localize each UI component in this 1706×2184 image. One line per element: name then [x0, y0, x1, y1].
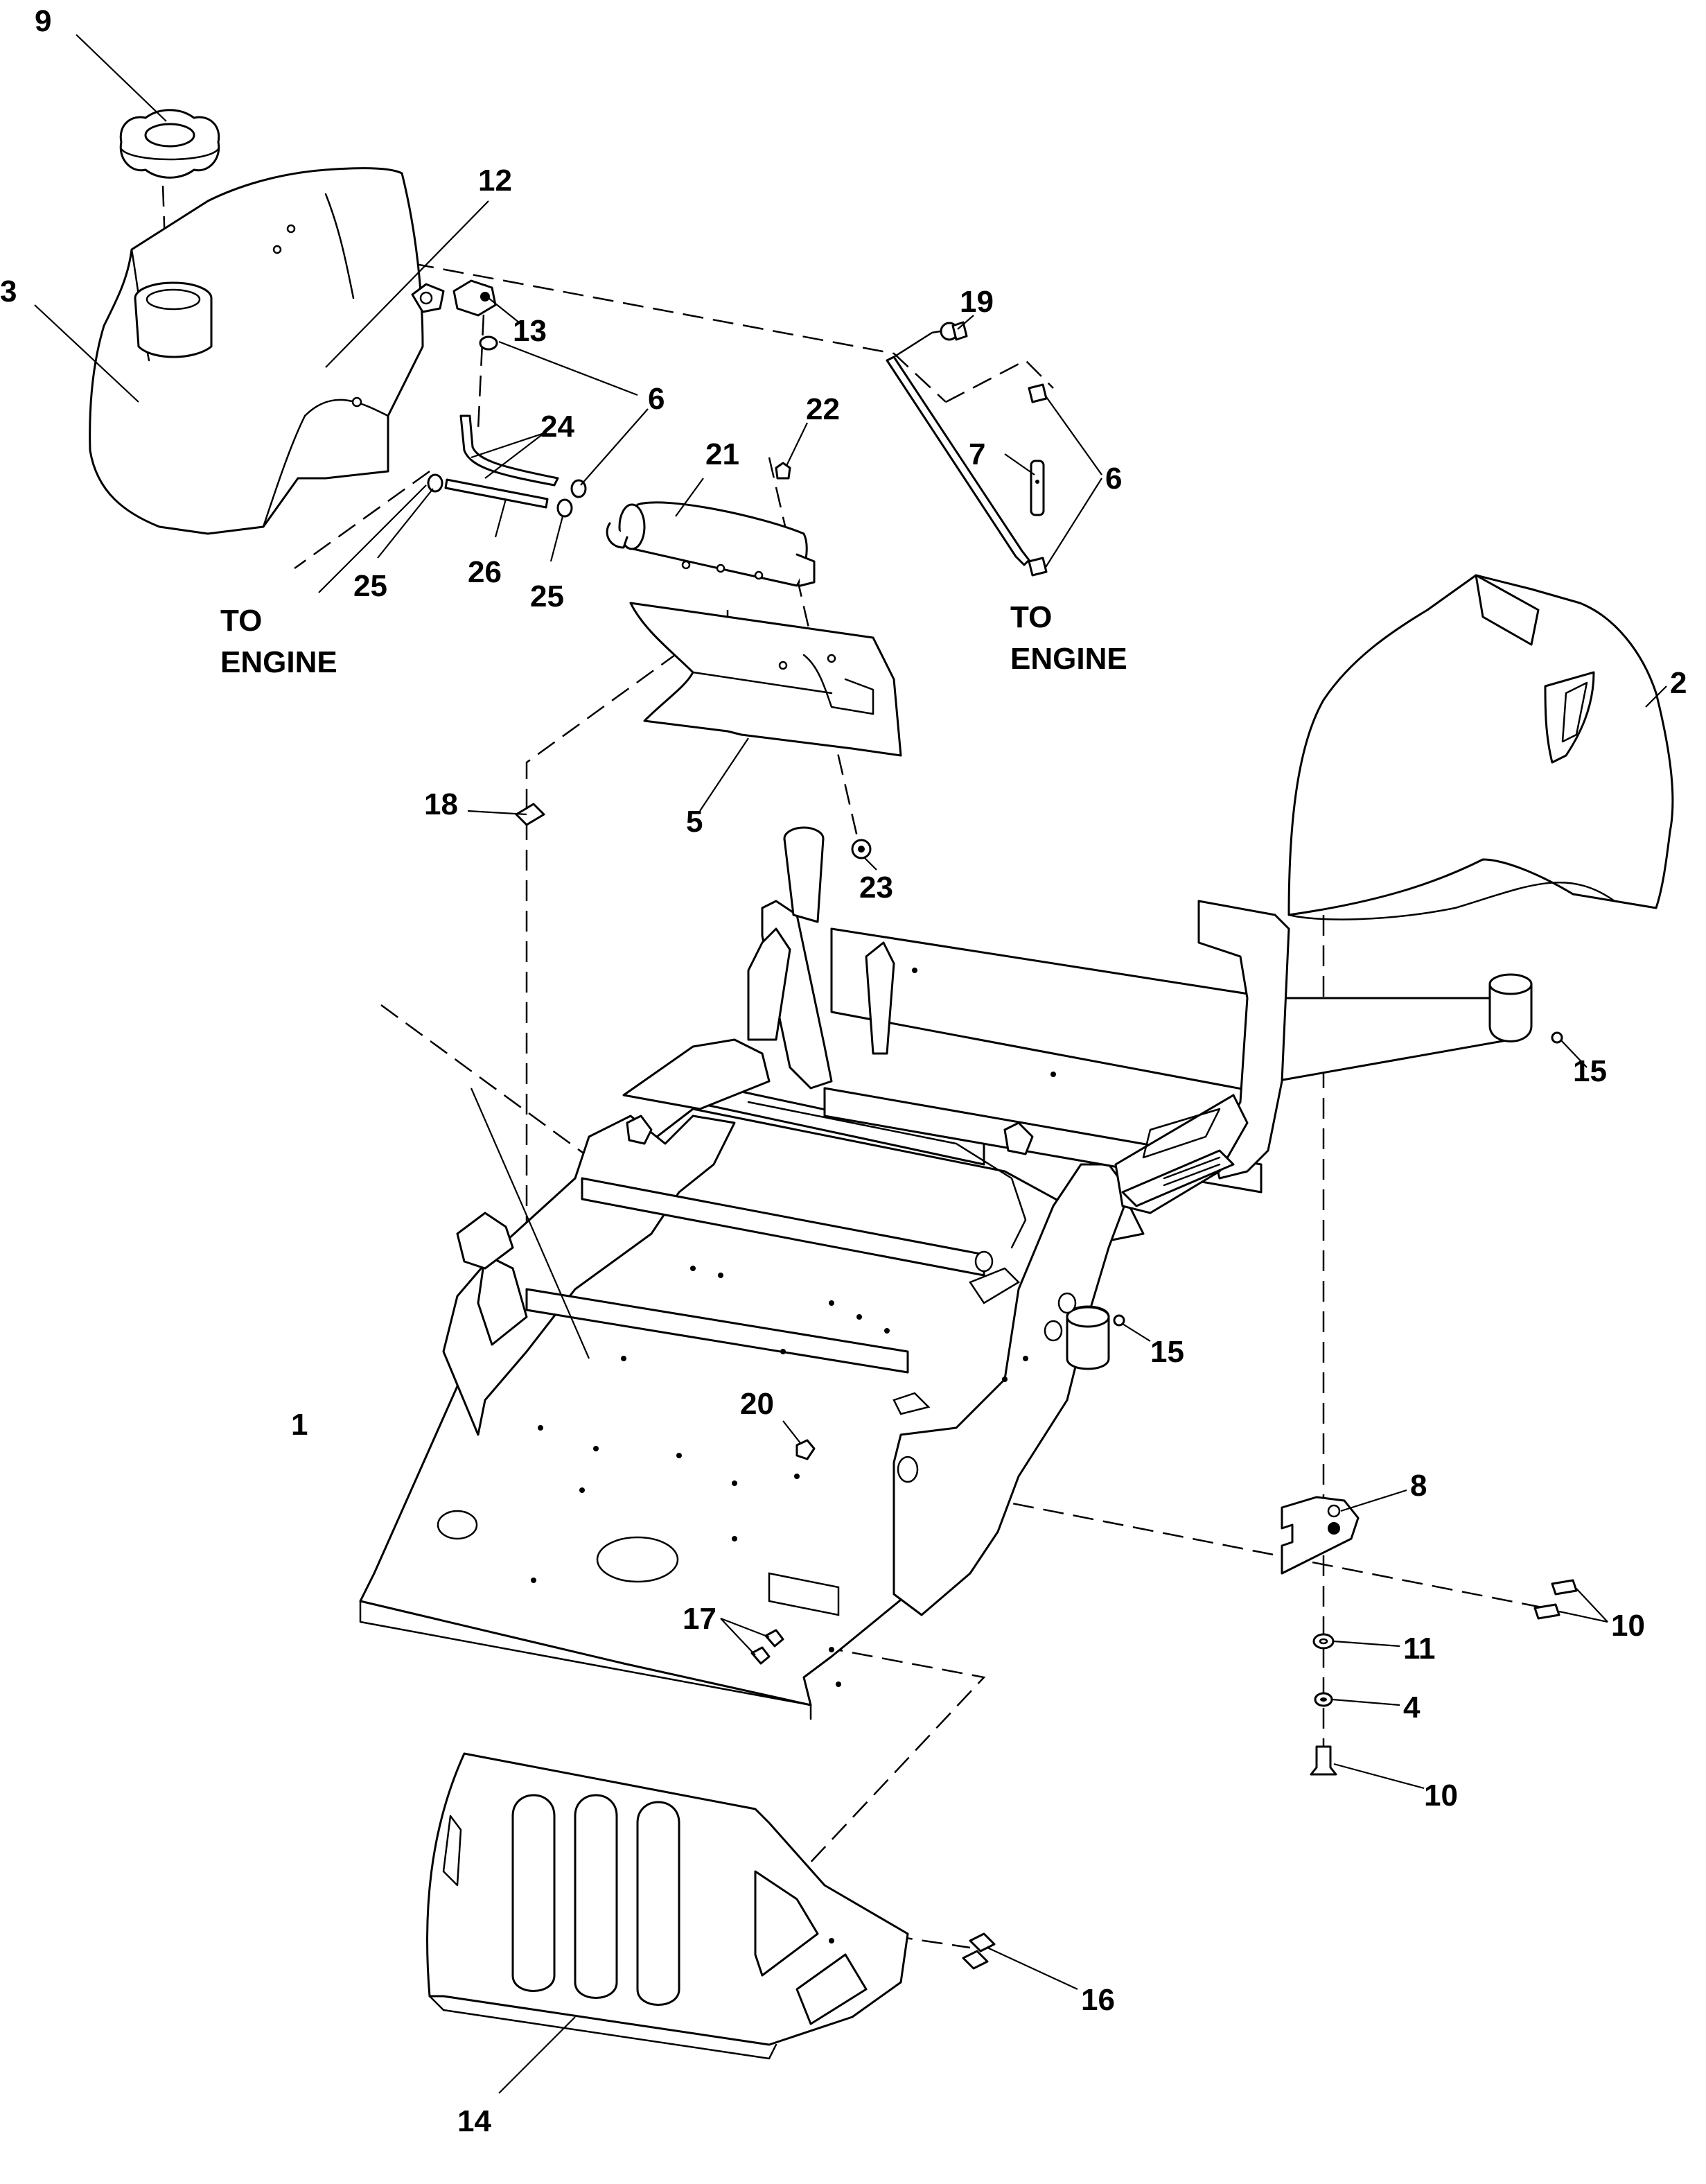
hose-part-26: [444, 478, 549, 509]
callout-15-upper: 15: [1573, 1054, 1607, 1088]
callout-17: 17: [683, 1602, 716, 1636]
pin-part-15-upper: [1551, 1031, 1563, 1044]
bolt-part-18: [515, 803, 545, 826]
washer-part-11: [1312, 1633, 1335, 1650]
callout-labels: 1 2 3 4 5 6 6 7 8 9 10 10 11 12 13 14 15…: [0, 4, 1687, 2138]
callout-13: 13: [513, 314, 547, 348]
callout-6-right: 6: [1105, 462, 1122, 496]
callout-7: 7: [969, 437, 985, 471]
note-right-to: TO: [1010, 600, 1052, 634]
bolts-part-16: [962, 1932, 996, 1970]
callout-9: 9: [35, 4, 51, 38]
hose-part-7: [1030, 460, 1045, 516]
callout-12: 12: [478, 164, 512, 198]
note-left-to: TO: [220, 604, 262, 638]
callout-6-left: 6: [648, 382, 665, 416]
callout-10-right: 10: [1611, 1609, 1645, 1643]
fitting-part-12: [411, 283, 445, 313]
fuel-tank-part-3: [89, 167, 424, 535]
fuel-line-part-19: [886, 321, 1030, 566]
callout-3: 3: [0, 274, 17, 308]
callout-26: 26: [468, 555, 502, 589]
callout-25-left: 25: [353, 569, 387, 603]
callout-leader-lines: [34, 34, 1667, 2094]
frame-part-1: [359, 826, 1533, 1720]
callout-20: 20: [740, 1387, 774, 1421]
washer-part-4: [1314, 1692, 1333, 1707]
note-left-engine: ENGINE: [220, 645, 337, 679]
callout-10-lower: 10: [1424, 1779, 1458, 1812]
bolts-part-17: [750, 1629, 784, 1665]
hose-clamp-part-6-right-top: [1028, 383, 1048, 403]
hose-clamp-part-6-right-bottom: [1028, 557, 1048, 577]
callout-18: 18: [424, 787, 458, 821]
callout-5: 5: [686, 805, 703, 839]
callout-11: 11: [1403, 1632, 1436, 1666]
callout-21: 21: [705, 437, 739, 471]
fender-part-2: [1287, 574, 1674, 920]
hose-clamp-part-25-right: [556, 498, 573, 518]
bolt-part-10-lower: [1310, 1745, 1337, 1776]
to-engine-notes: TO ENGINE TO ENGINE: [220, 600, 1127, 679]
callout-1: 1: [291, 1408, 308, 1442]
bolts-part-10-right: [1533, 1579, 1578, 1620]
nut-part-20: [795, 1439, 816, 1460]
hose-clamp-part-25-left: [427, 473, 443, 493]
callout-14: 14: [457, 2104, 491, 2138]
callout-24: 24: [540, 410, 574, 444]
callout-19: 19: [960, 285, 994, 319]
fuel-cap-part-9: [119, 109, 220, 179]
bracket-part-8: [1281, 1496, 1360, 1575]
callout-4: 4: [1403, 1691, 1421, 1724]
callout-8: 8: [1410, 1469, 1427, 1503]
hose-clamp-part-6-upper: [479, 335, 498, 351]
callout-23: 23: [859, 871, 893, 905]
pin-part-15-lower: [1113, 1314, 1125, 1327]
canister-part-21: [606, 501, 816, 587]
callout-15-lower: 15: [1150, 1335, 1184, 1369]
plug-part-22: [775, 462, 791, 480]
valve-part-13: [452, 279, 497, 317]
callout-16: 16: [1081, 1983, 1115, 2017]
callout-22: 22: [806, 392, 840, 426]
note-right-engine: ENGINE: [1010, 642, 1127, 676]
callout-2: 2: [1670, 666, 1687, 700]
bracket-part-5: [629, 602, 902, 757]
callout-25-right: 25: [530, 579, 564, 613]
nut-part-23: [851, 839, 872, 859]
skid-plate-part-14: [426, 1752, 909, 2060]
